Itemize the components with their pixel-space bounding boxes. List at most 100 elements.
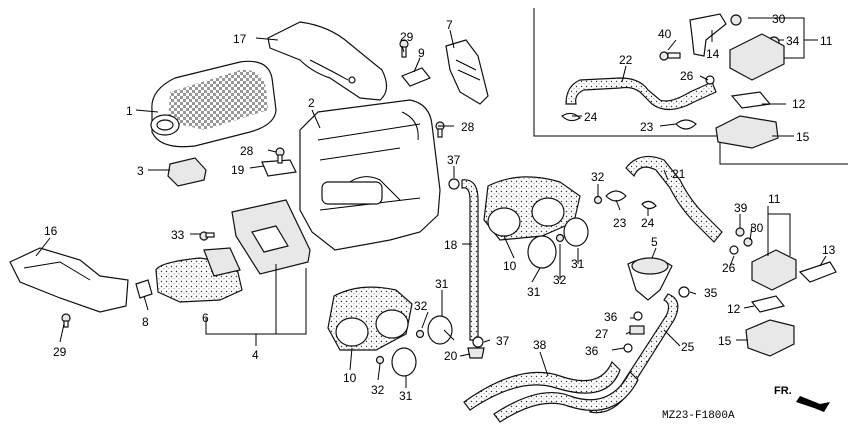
- callout-24-mid: 24: [641, 216, 655, 230]
- callout-31-upper-right: 31: [571, 257, 585, 271]
- callout-32-upper-top: 32: [591, 170, 605, 184]
- callout-40: 40: [658, 27, 672, 41]
- part-36-clip-b[interactable]: [623, 343, 633, 353]
- part-7-joint[interactable]: [445, 39, 489, 105]
- part-18-drain-tube[interactable]: [461, 179, 479, 341]
- part-30-nut-b[interactable]: [743, 237, 753, 247]
- part-11-valve-lower[interactable]: [751, 249, 797, 291]
- part-10-connecting-tube-lower[interactable]: [327, 286, 413, 351]
- callout-18: 18: [444, 238, 458, 252]
- part-9-clip[interactable]: [401, 67, 431, 87]
- callout-34: 34: [786, 34, 800, 48]
- callout-32-lower-right: 32: [414, 299, 428, 313]
- part-23-clamp-b[interactable]: [675, 119, 697, 130]
- part-24-clip-b[interactable]: [561, 112, 581, 122]
- callout-3: 3: [137, 164, 144, 178]
- callout-10-upper: 10: [503, 259, 517, 273]
- callout-8: 8: [142, 315, 149, 329]
- part-30-nut-a[interactable]: [730, 14, 742, 26]
- part-13-bracket[interactable]: [798, 261, 837, 283]
- callout-36-top: 36: [604, 310, 618, 324]
- part-5-drain-plug[interactable]: [627, 257, 673, 301]
- callout-17: 17: [233, 32, 247, 46]
- callout-10-lower: 10: [343, 371, 357, 385]
- leader-lines: [35, 17, 827, 388]
- callout-22: 22: [619, 53, 633, 67]
- part-17-duct-cover[interactable]: [267, 21, 388, 101]
- callout-4: 4: [252, 348, 259, 362]
- part-16-duct-cover[interactable]: [9, 247, 129, 313]
- part-14-bracket[interactable]: [689, 13, 727, 57]
- part-27-joint[interactable]: [629, 325, 645, 335]
- part-33-screw[interactable]: [199, 231, 215, 241]
- callout-9: 9: [418, 46, 425, 60]
- callout-11-top: 11: [820, 34, 833, 48]
- callout-39: 39: [734, 201, 748, 215]
- part-6-intake-duct[interactable]: [155, 247, 243, 303]
- part-12-reed-upper[interactable]: [730, 91, 772, 109]
- part-15-cover-lower[interactable]: [745, 319, 795, 357]
- callout-26-inset: 26: [680, 69, 694, 83]
- callout-33: 33: [171, 228, 185, 242]
- callout-19: 19: [231, 163, 245, 177]
- callout-11-bottom: 11: [768, 192, 781, 206]
- callout-23-inset: 23: [640, 120, 654, 134]
- part-1-air-cleaner-cover[interactable]: [150, 60, 277, 148]
- part-26-clip-b[interactable]: [729, 245, 739, 255]
- callout-28-right: 28: [461, 120, 475, 134]
- callout-37-top: 37: [447, 153, 461, 167]
- callout-29-top: 29: [400, 30, 414, 44]
- part-37-clip-a[interactable]: [448, 178, 460, 190]
- callout-36-bottom: 36: [585, 344, 599, 358]
- part-11-valve-upper[interactable]: [729, 33, 785, 81]
- callout-31-lower-left: 31: [399, 389, 413, 403]
- callout-15-top: 15: [796, 130, 810, 144]
- part-35-clip[interactable]: [678, 286, 690, 298]
- part-21-tube[interactable]: [625, 155, 723, 243]
- callout-12-bottom: 12: [727, 302, 741, 316]
- callout-32-lower-left: 32: [371, 383, 385, 397]
- callout-31-upper-left: 31: [527, 285, 541, 299]
- callout-labels: 1 2 3 17 29 9 7 28 28 19 33 16 8 29 6 4 …: [44, 12, 836, 422]
- front-direction-arrow: [796, 396, 830, 412]
- part-31-band-c[interactable]: [427, 315, 453, 345]
- part-38-drain-tube[interactable]: [463, 360, 639, 423]
- callout-13: 13: [822, 243, 836, 257]
- part-32-screw-c[interactable]: [415, 329, 425, 339]
- part-32-screw-a[interactable]: [593, 195, 603, 205]
- part-8-clip[interactable]: [135, 279, 153, 299]
- part-31-band-b[interactable]: [563, 217, 589, 247]
- part-36-clip-a[interactable]: [633, 311, 643, 321]
- front-direction-label: FR.: [774, 385, 792, 397]
- part-32-screw-d[interactable]: [375, 355, 385, 365]
- part-2-air-cleaner-case[interactable]: [299, 99, 441, 251]
- part-4-air-cleaner-element[interactable]: [231, 199, 311, 275]
- part-12-reed-lower[interactable]: [750, 295, 786, 313]
- callout-30-bottom: 30: [750, 221, 764, 235]
- part-20-cap[interactable]: [467, 347, 485, 359]
- callout-31-lower-right: 31: [435, 277, 449, 291]
- part-32-screw-b[interactable]: [555, 233, 565, 243]
- callout-32-upper-mid: 32: [553, 273, 567, 287]
- callout-38: 38: [533, 338, 547, 352]
- part-29-bolt-b[interactable]: [61, 313, 71, 328]
- part-28-bolt-b[interactable]: [435, 121, 445, 138]
- callout-25: 25: [681, 340, 695, 354]
- part-24-clip-a[interactable]: [641, 200, 657, 210]
- part-40-bolt[interactable]: [659, 51, 681, 61]
- callout-29-bottom: 29: [53, 345, 67, 359]
- callout-6: 6: [202, 311, 209, 325]
- part-22-tube[interactable]: [565, 77, 717, 111]
- part-37-clip-b[interactable]: [472, 336, 484, 348]
- part-31-band-d[interactable]: [391, 347, 417, 377]
- part-26-clip-a[interactable]: [705, 75, 715, 85]
- callout-1: 1: [126, 104, 133, 118]
- callout-28-left: 28: [240, 144, 254, 158]
- part-3-plug[interactable]: [167, 157, 207, 187]
- callout-26-bottom: 26: [722, 261, 736, 275]
- part-23-clamp-a[interactable]: [605, 190, 627, 202]
- part-39-bolt[interactable]: [735, 227, 745, 237]
- part-31-band-a[interactable]: [527, 235, 557, 269]
- part-15-cover-upper[interactable]: [715, 115, 779, 149]
